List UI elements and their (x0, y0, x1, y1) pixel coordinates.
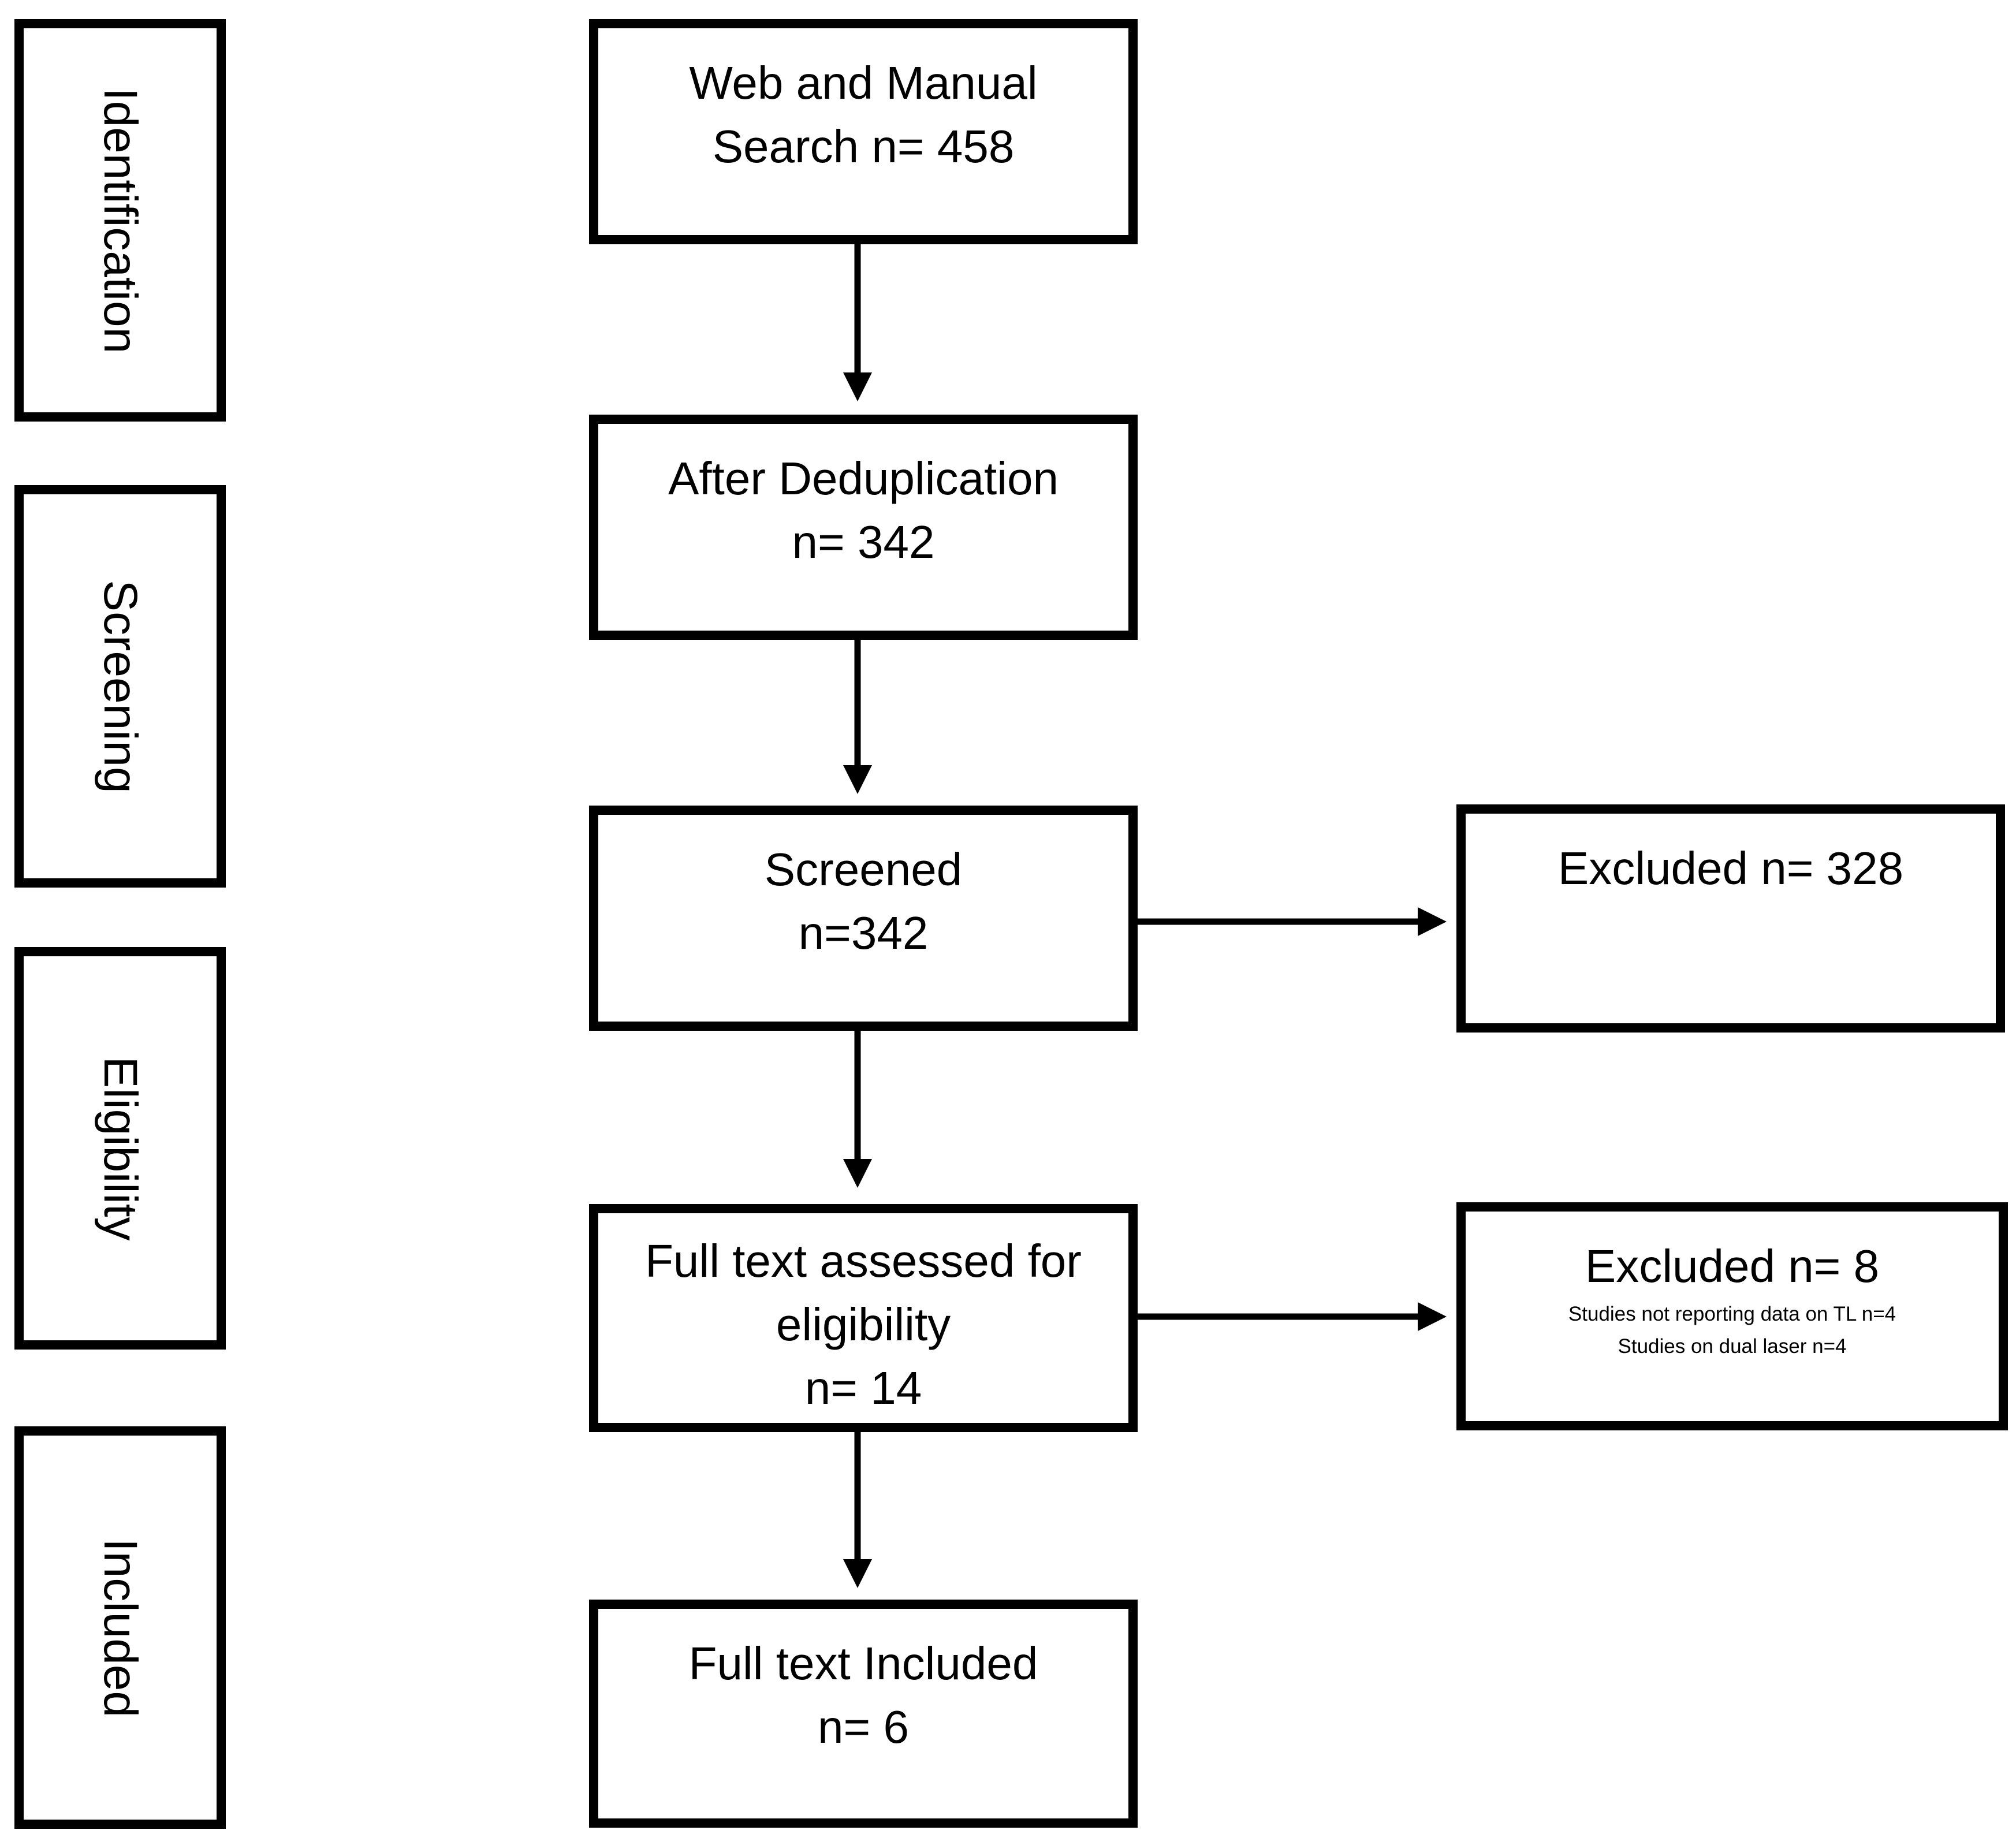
arrowhead-screened-to-excluded (1418, 907, 1447, 936)
excluded-eligibility-reason1: Studies not reporting data on TL n=4 (1568, 1303, 1896, 1325)
stage-identification: Identification (14, 19, 226, 422)
stage-screening: Screening (14, 485, 226, 888)
stage-eligibility: Eligibility (14, 947, 226, 1350)
arrowhead-fulltext-to-excluded (1418, 1302, 1447, 1331)
stage-included: Included (14, 1426, 226, 1829)
arrowhead-screened-to-fulltext (843, 1159, 872, 1188)
arrowhead-search-to-dedup (843, 372, 872, 401)
included-box-line1: Full text Included (688, 1638, 1038, 1689)
excluded-eligibility-box: Excluded n= 8 Studies not reporting data… (1456, 1202, 2008, 1430)
search-box: Web and Manual Search n= 458 (589, 19, 1138, 244)
fulltext-assessed-box: Full text assessed for eligibility n= 14 (589, 1204, 1138, 1432)
search-box-line1: Web and Manual (689, 57, 1038, 109)
search-box-line2: Search n= 458 (712, 121, 1015, 172)
excluded-eligibility-reason2: Studies on dual laser n=4 (1618, 1335, 1847, 1358)
excluded-screening-box: Excluded n= 328 (1456, 804, 2005, 1033)
included-box: Full text Included n= 6 (589, 1600, 1138, 1828)
screened-box-line1: Screened (764, 844, 963, 895)
dedup-box-line1: After Deduplication (668, 453, 1059, 504)
arrowhead-fulltext-to-included (843, 1559, 872, 1588)
dedup-box: After Deduplication n= 342 (589, 415, 1138, 640)
excluded-eligibility-line1: Excluded n= 8 (1585, 1240, 1880, 1292)
fulltext-assessed-line2: eligibility (776, 1299, 951, 1350)
fulltext-assessed-line1: Full text assessed for (645, 1235, 1082, 1287)
dedup-box-line2: n= 342 (792, 516, 935, 568)
screened-box-line2: n=342 (798, 907, 929, 959)
excluded-screening-line1: Excluded n= 328 (1557, 843, 1904, 894)
fulltext-assessed-line3: n= 14 (804, 1362, 922, 1414)
screened-box: Screened n=342 (589, 806, 1138, 1031)
arrowhead-dedup-to-screened (843, 765, 872, 794)
included-box-line2: n= 6 (818, 1701, 909, 1753)
